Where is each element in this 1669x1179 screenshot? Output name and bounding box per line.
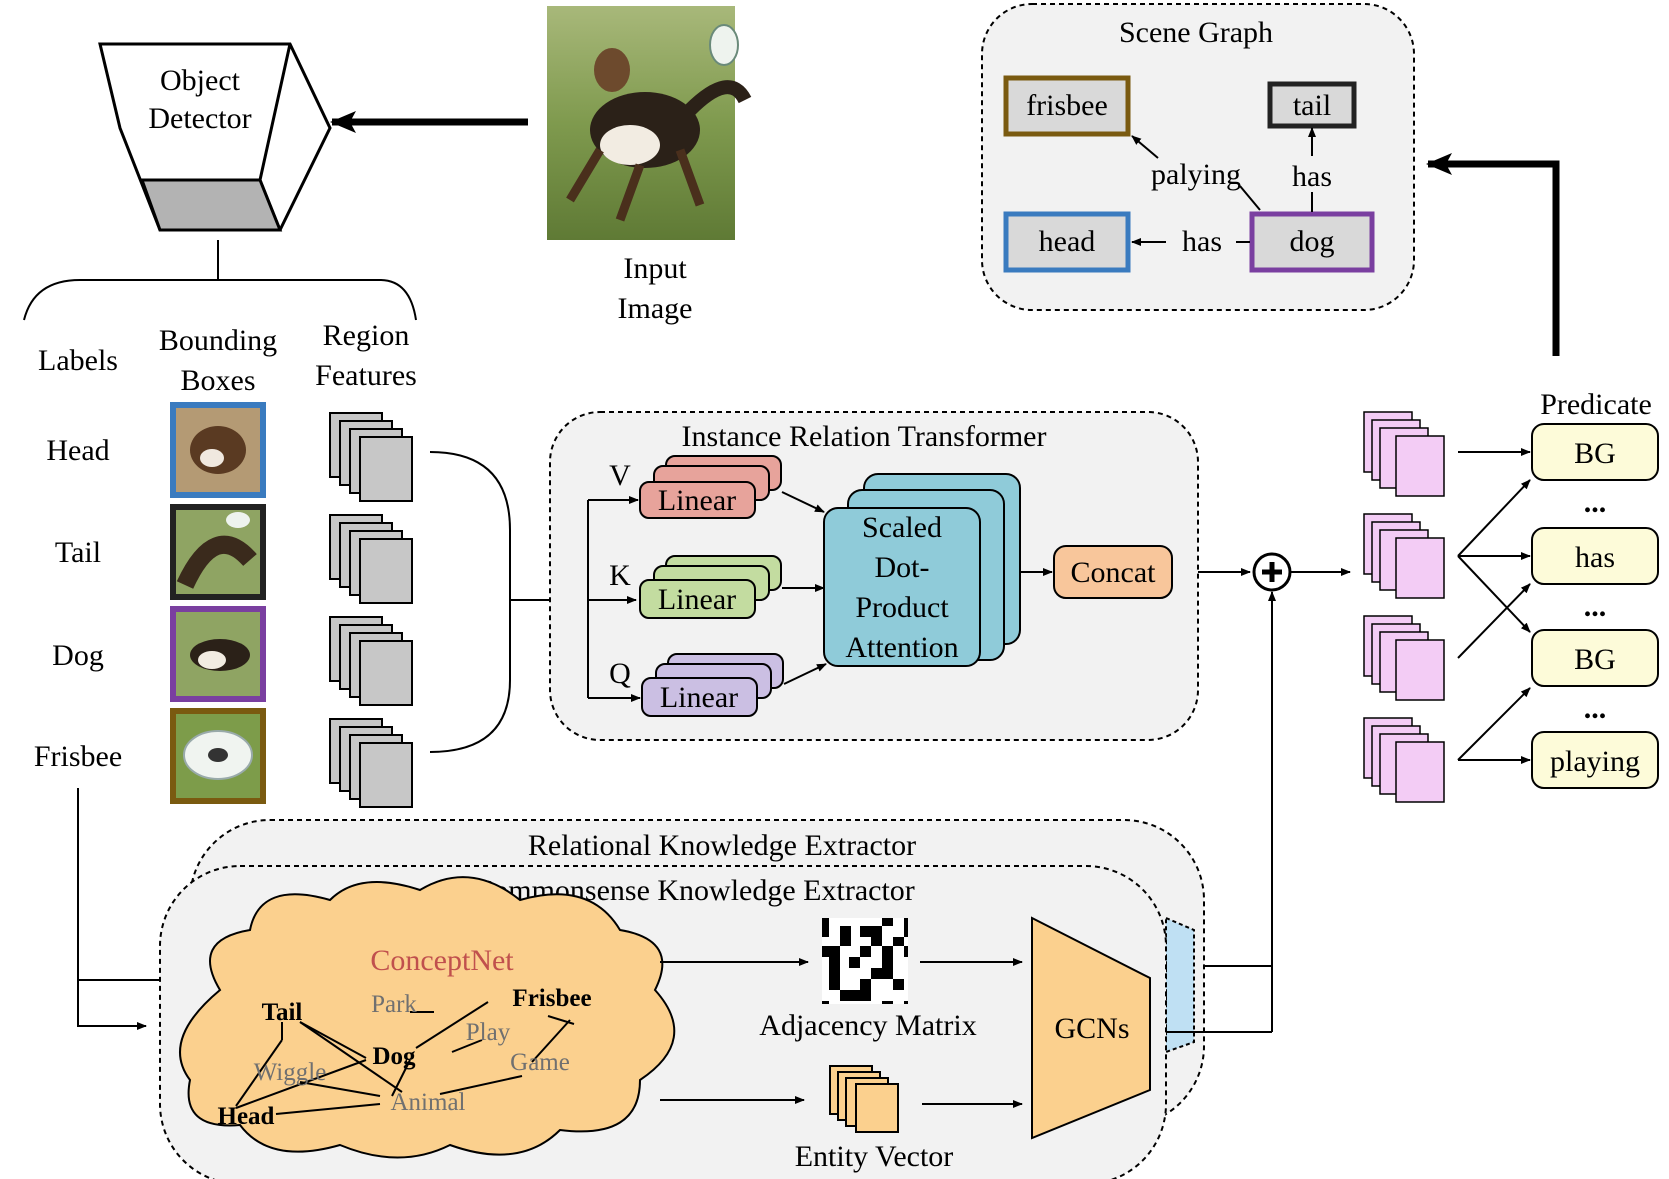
sg-node-dog: [1249, 211, 1375, 273]
predicate-label-2: has: [1575, 541, 1615, 574]
node-wiggle: Wiggle: [254, 1059, 327, 1086]
predicate-box-4: [1531, 731, 1659, 789]
attention-line4: Attention: [845, 631, 958, 664]
sg-node-head-label: head: [1039, 225, 1096, 258]
input-image: Input Image: [547, 6, 752, 325]
linear-q-label: Linear: [660, 681, 738, 714]
label-tail: Tail: [55, 536, 101, 569]
detector-output-brace: [23, 279, 417, 321]
sg-node-frisbee: [1003, 75, 1131, 137]
label-rows: Head Tail Dog Frisbee: [34, 434, 122, 773]
entity-vector-stack: [829, 1065, 899, 1133]
label-dog: Dog: [52, 639, 104, 672]
gcns-block: [1031, 916, 1151, 1140]
attention-stack: Scaled Dot- Product Attention: [823, 473, 1021, 667]
region-feature-stacks: [329, 412, 413, 808]
bbox-header-line2: Boxes: [181, 364, 256, 397]
label-frisbee: Frisbee: [34, 740, 122, 773]
bbox-crops: [170, 402, 266, 804]
output-feature-1: [1363, 411, 1445, 497]
sg-edge-has-tail: has: [1292, 160, 1332, 193]
linear-k-stack: Linear: [639, 555, 782, 619]
node-head: Head: [218, 1103, 275, 1130]
k-label: K: [609, 559, 631, 592]
output-feature-2: [1363, 513, 1445, 599]
attention-line2: Dot-: [875, 551, 930, 584]
sg-edge-has-head: has: [1182, 225, 1222, 258]
node-tail: Tail: [262, 999, 303, 1026]
output-feature-3: [1363, 615, 1445, 701]
q-label: Q: [609, 657, 631, 690]
linear-v-label: Linear: [658, 484, 736, 517]
linear-q-stack: Linear: [641, 653, 784, 717]
entity-vector-label: Entity Vector: [795, 1140, 954, 1173]
predicate-label-4: playing: [1550, 745, 1640, 778]
attention-line1: Scaled: [862, 511, 942, 544]
features-merge-brace: [429, 451, 511, 753]
region-header-line2: Features: [315, 359, 417, 392]
concat-label: Concat: [1071, 556, 1157, 589]
predicate-to-scene-graph-arrow: [1426, 153, 1560, 356]
linear-v-stack: Linear: [639, 455, 782, 519]
sg-node-tail: [1267, 81, 1357, 129]
add-operator: [1252, 552, 1292, 592]
node-park: Park: [371, 991, 417, 1018]
scene-graph-title: Scene Graph: [1119, 16, 1273, 49]
bbox-header-line1: Bounding: [159, 324, 277, 357]
region-feature-frisbee: [329, 718, 413, 808]
bbox-head: [170, 402, 266, 498]
predicate-box-2: [1531, 527, 1659, 585]
detector-label-line1: Object: [160, 64, 241, 97]
node-game: Game: [510, 1049, 570, 1076]
node-play: Play: [466, 1019, 511, 1046]
sg-node-head: [1003, 211, 1131, 273]
predicate-box-1: [1531, 423, 1659, 481]
linear-k-label: Linear: [658, 583, 736, 616]
node-frisbee: Frisbee: [512, 985, 591, 1012]
rke-title: Relational Knowledge Extractor: [528, 829, 916, 862]
sg-node-tail-label: tail: [1293, 89, 1331, 122]
predicate-title: Predicate: [1540, 388, 1652, 421]
gcns-label: GCNs: [1054, 1012, 1129, 1045]
sg-edge-palying: palying: [1151, 158, 1241, 191]
predicate-boxes: BG ... has ... BG ... playing: [1531, 423, 1659, 789]
output-feature-4: [1363, 717, 1445, 803]
input-image-label-line2: Image: [618, 292, 693, 325]
irt-title: Instance Relation Transformer: [682, 420, 1047, 453]
adjacency-matrix: [822, 918, 908, 1004]
conceptnet-cloud: ConceptNet Tail Park Frisbee Play Dog Wi…: [179, 876, 676, 1159]
region-feature-dog: [329, 616, 413, 706]
attention-line3: Product: [855, 591, 949, 624]
v-label: V: [609, 459, 631, 492]
region-header-line1: Region: [323, 319, 410, 352]
predicate-label-1: BG: [1574, 437, 1616, 470]
labels-header: Labels: [38, 344, 118, 377]
object-detector: Object Detector: [98, 42, 332, 280]
predicate-ellipsis-1: ...: [1584, 486, 1607, 519]
predicate-box-3: [1531, 629, 1659, 687]
region-feature-head: [329, 412, 413, 502]
node-dog: Dog: [372, 1043, 416, 1070]
region-feature-tail: [329, 514, 413, 604]
predicate-ellipsis-2: ...: [1584, 590, 1607, 623]
node-animal: Animal: [391, 1089, 466, 1116]
input-image-label-line1: Input: [623, 252, 687, 285]
concat-box: [1053, 545, 1173, 599]
adjacency-label: Adjacency Matrix: [759, 1009, 976, 1042]
detector-label-line2: Detector: [148, 102, 251, 135]
sg-node-frisbee-label: frisbee: [1026, 89, 1108, 122]
predicate-ellipsis-3: ...: [1584, 692, 1607, 725]
output-feature-stacks: [1363, 411, 1445, 803]
predicate-label-3: BG: [1574, 643, 1616, 676]
label-head: Head: [46, 434, 109, 467]
sg-node-dog-label: dog: [1290, 225, 1335, 258]
conceptnet-label: ConceptNet: [370, 944, 514, 977]
